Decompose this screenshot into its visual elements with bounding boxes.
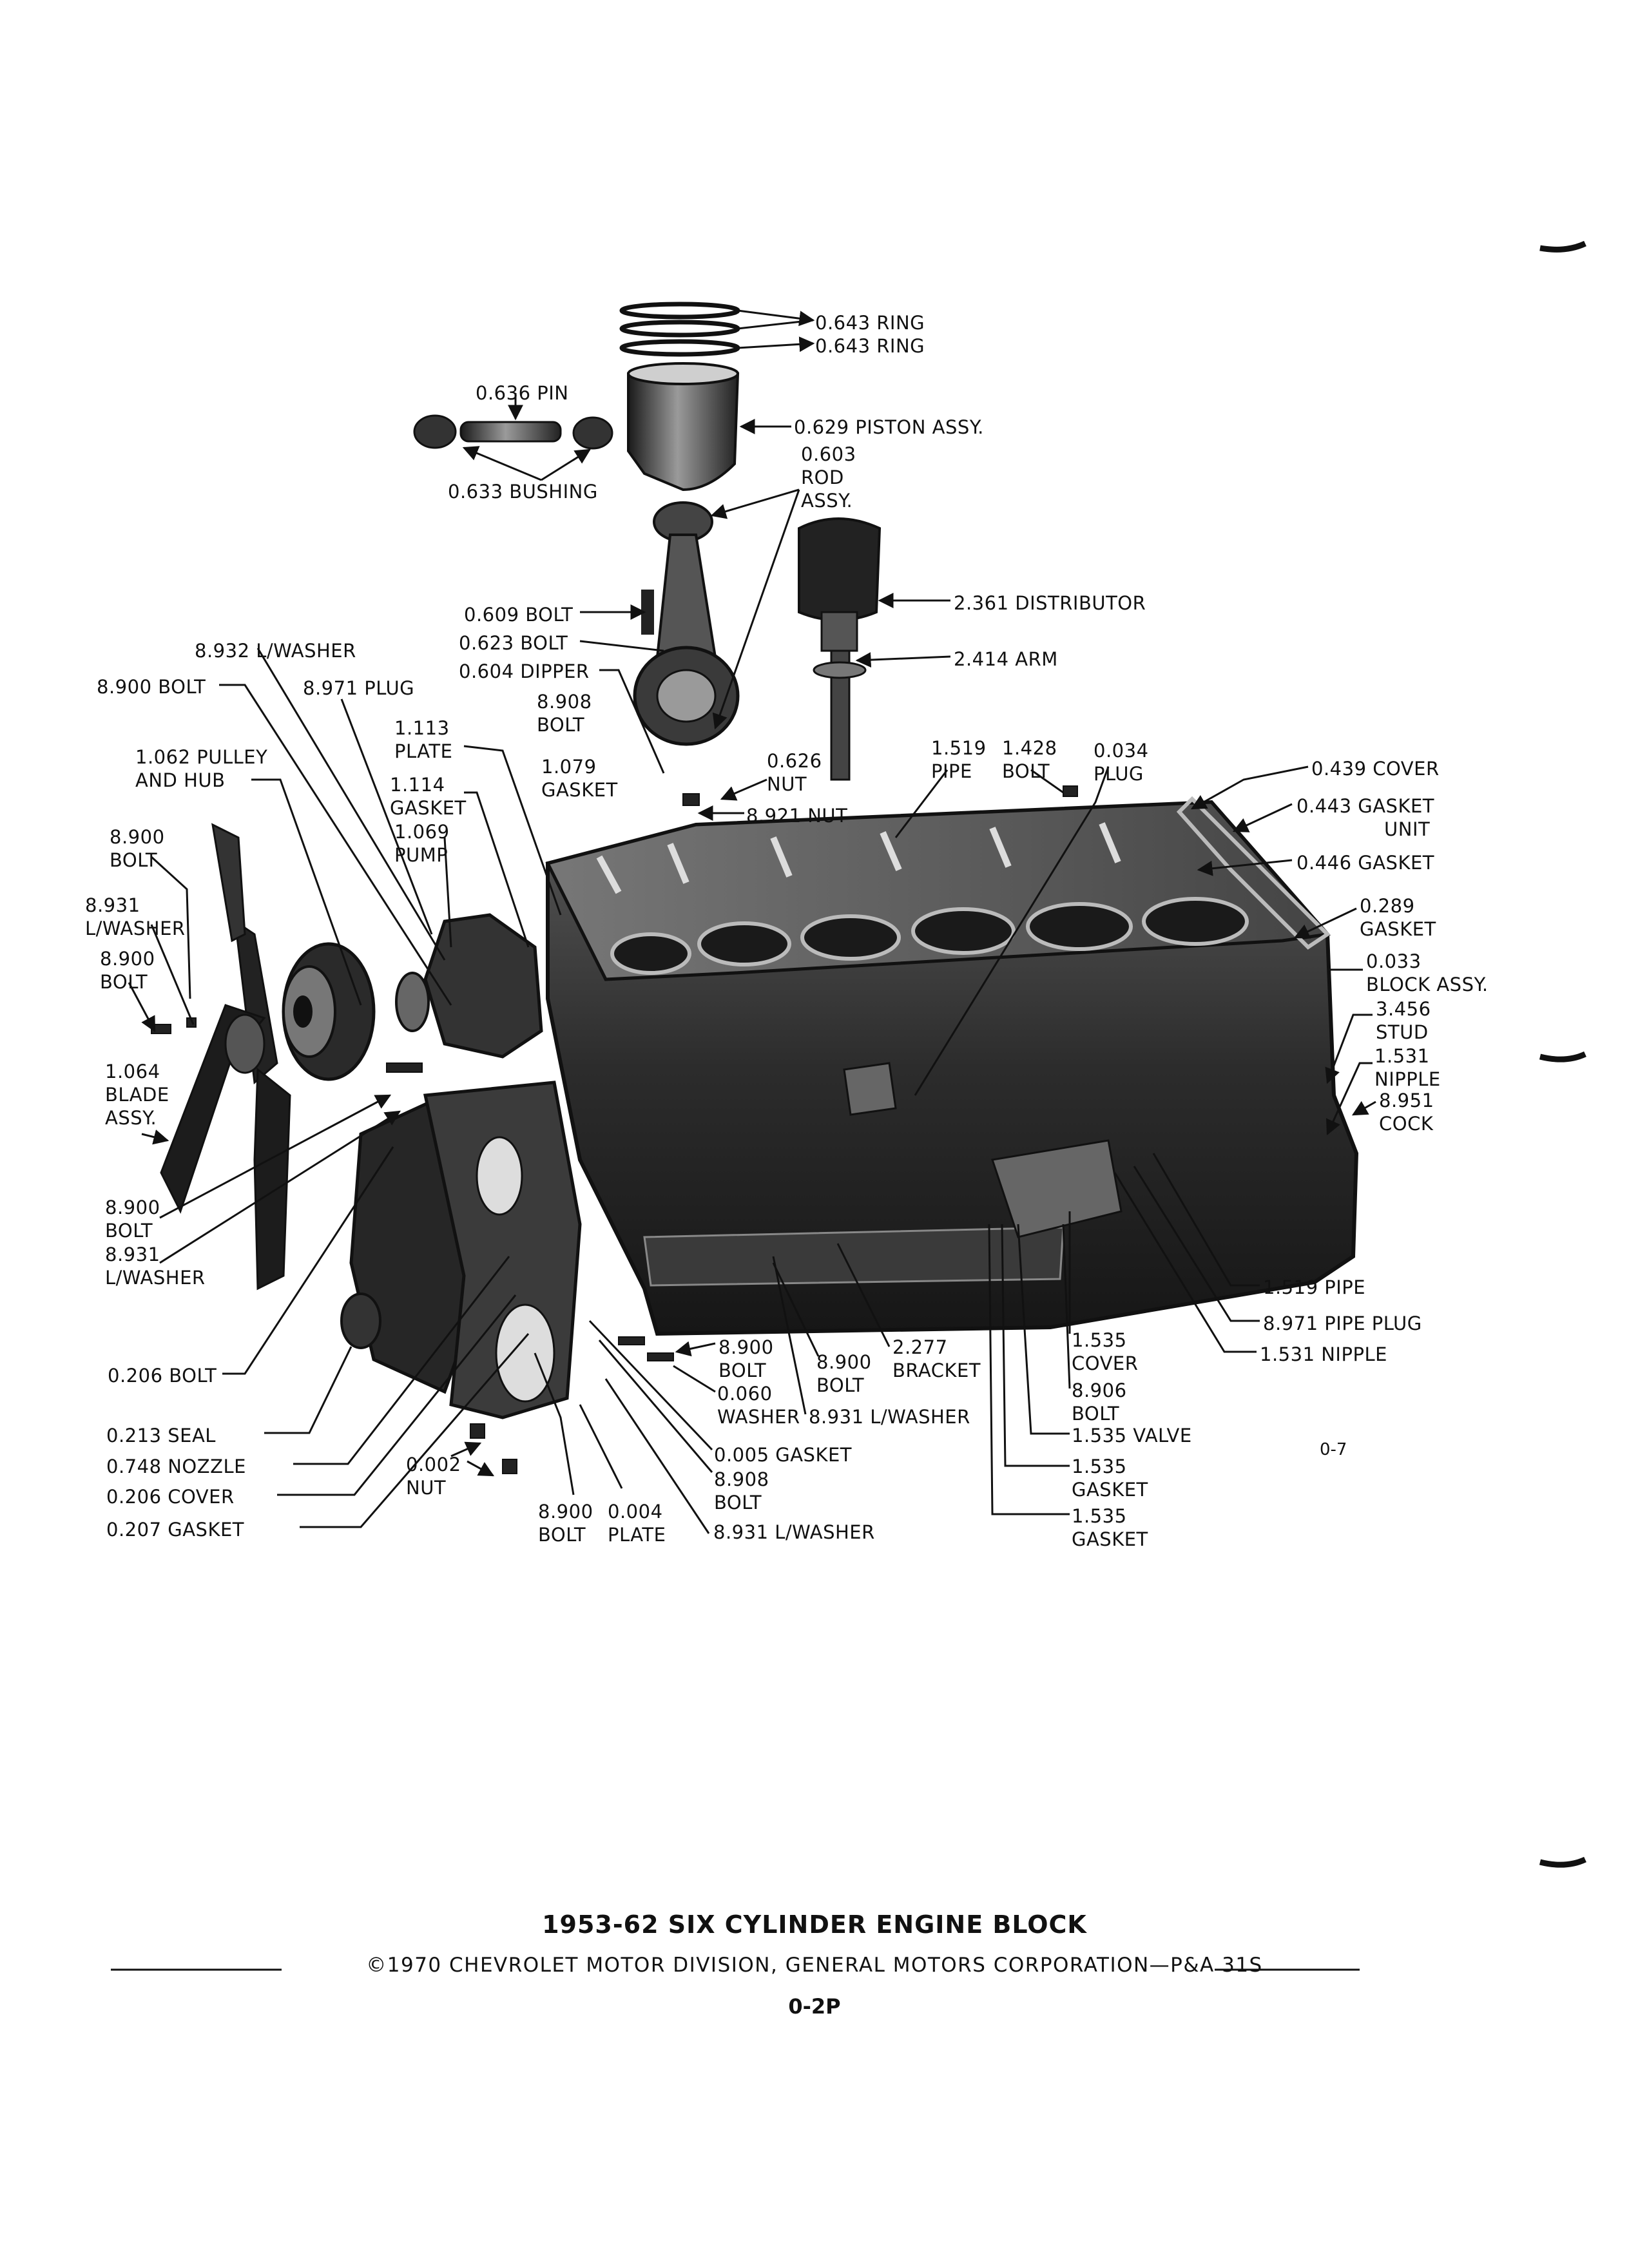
part-label-cock-8951: 8.951 COCK xyxy=(1379,1090,1434,1135)
part-label-stud-3456: 3.456 STUD xyxy=(1376,998,1431,1043)
engine-block xyxy=(545,796,1359,1336)
part-label-plate-0004: 0.004 PLATE xyxy=(608,1501,666,1546)
part-label-bolt-8900-left1: 8.900 BOLT xyxy=(110,826,165,871)
part-label-bushing: 0.633 BUSHING xyxy=(448,481,598,503)
part-label-lwasher-8931-left1: 8.931 L/WASHER xyxy=(85,894,186,939)
part-label-gasket-1114: 1.114 GASKET xyxy=(390,774,467,819)
water-pump xyxy=(395,913,543,1059)
part-label-dipper: 0.604 DIPPER xyxy=(459,660,590,682)
part-label-arm: 2.414 ARM xyxy=(954,648,1058,670)
part-label-pin: 0.636 PIN xyxy=(476,382,569,404)
part-label-bolt-0623: 0.623 BOLT xyxy=(459,632,568,654)
part-label-bolt-8908-top: 8.908 BOLT xyxy=(537,691,592,736)
part-label-ring-1: 0.643 RING xyxy=(815,312,925,334)
part-label-nut-8921: 8.921 NUT xyxy=(746,805,848,827)
part-label-gasket-1535-b: 1.535 GASKET xyxy=(1072,1505,1148,1550)
part-label-blade-assy: 1.064 BLADE ASSY. xyxy=(105,1061,169,1129)
part-label-washer-0060: 0.060 WASHER xyxy=(717,1383,800,1428)
part-label-plug-0034: 0.034 PLUG xyxy=(1094,740,1149,785)
margin-mark-3 xyxy=(1539,1856,1586,1868)
part-label-bolt-8900-mid: 8.900 BOLT xyxy=(718,1336,774,1381)
part-label-block-assy: 0.033 BLOCK ASSY. xyxy=(1366,950,1489,995)
part-label-piston-assy: 0.629 PISTON ASSY. xyxy=(794,416,984,438)
part-label-bolt-0609: 0.609 BOLT xyxy=(464,604,574,626)
part-label-plug-8971: 8.971 PLUG xyxy=(303,677,415,699)
part-label-nozzle-0748: 0.748 NOZZLE xyxy=(106,1456,246,1477)
connecting-rod xyxy=(633,501,740,746)
part-label-bolt-8900-left3: 8.900 BOLT xyxy=(105,1196,160,1242)
pulley xyxy=(282,942,376,1081)
copyright-line: ©1970 CHEVROLET MOTOR DIVISION, GENERAL … xyxy=(366,1954,1263,1977)
part-label-bolt-8908-bottom: 8.908 BOLT xyxy=(714,1468,769,1514)
part-label-lwasher-8931-mid: 8.931 L/WASHER xyxy=(809,1406,970,1428)
part-label-bolt-8900-left2: 8.900 BOLT xyxy=(100,948,155,993)
part-label-cover-1535: 1.535 COVER xyxy=(1072,1329,1139,1374)
part-label-distributor: 2.361 DISTRIBUTOR xyxy=(954,592,1146,614)
piston-pin xyxy=(413,414,613,450)
part-label-pipe-1519-top: 1.519 PIPE xyxy=(931,737,987,782)
part-label-ring-2: 0.643 RING xyxy=(815,335,925,357)
fan-blade xyxy=(160,823,291,1291)
part-label-seal-0213: 0.213 SEAL xyxy=(106,1425,216,1446)
page-number: 0-2P xyxy=(788,1994,841,2019)
part-label-pulley-hub: 1.062 PULLEY AND HUB xyxy=(135,746,268,791)
part-label-rod-assy: 0.603 ROD ASSY. xyxy=(801,443,856,512)
margin-mark-2 xyxy=(1539,1051,1586,1062)
part-label-gasket-0005: 0.005 GASKET xyxy=(714,1444,853,1466)
part-label-pipe-plug-8971: 8.971 PIPE PLUG xyxy=(1263,1312,1422,1334)
part-label-gasket-unit-0443: 0.443 GASKET UNIT xyxy=(1296,795,1435,840)
piston-rings xyxy=(619,302,740,357)
part-label-bolt-0206: 0.206 BOLT xyxy=(108,1365,217,1387)
part-label-pump-1069: 1.069 PUMP xyxy=(394,821,450,866)
piston xyxy=(627,362,740,492)
part-label-nipple-1531-right: 1.531 NIPPLE xyxy=(1374,1045,1441,1090)
part-label-pipe-1519-right: 1.519 PIPE xyxy=(1263,1276,1366,1298)
part-label-nipple-1531-bottom: 1.531 NIPPLE xyxy=(1260,1343,1387,1365)
part-label-valve-1535: 1.535 VALVE xyxy=(1072,1425,1192,1446)
part-label-nut-0626: 0.626 NUT xyxy=(767,750,822,795)
part-label-gasket-0289: 0.289 GASKET xyxy=(1360,895,1436,940)
margin-mark-1 xyxy=(1539,240,1586,253)
oil-seal xyxy=(340,1293,381,1349)
diagram-title: 1953-62 SIX CYLINDER ENGINE BLOCK xyxy=(542,1910,1087,1939)
distributor xyxy=(798,517,882,781)
small-hardware xyxy=(151,785,1078,1474)
part-label-cover-0439: 0.439 COVER xyxy=(1311,758,1440,780)
part-label-lwasher-8931-left2: 8.931 L/WASHER xyxy=(105,1244,206,1289)
part-label-gasket-1079: 1.079 GASKET xyxy=(541,756,618,801)
part-label-nut-0002: 0.002 NUT xyxy=(406,1454,461,1499)
part-label-bolt-8900-top: 8.900 BOLT xyxy=(97,676,206,698)
leader-lines xyxy=(128,309,1376,1534)
part-label-gasket-1535-a: 1.535 GASKET xyxy=(1072,1456,1148,1501)
part-label-bracket-2277: 2.277 BRACKET xyxy=(892,1336,981,1381)
timing-cover xyxy=(349,1081,582,1419)
part-label-bolt-8900-mid2: 8.900 BOLT xyxy=(816,1351,872,1396)
part-label-bolt-8900-bottom: 8.900 BOLT xyxy=(538,1501,593,1546)
part-label-gasket-0446: 0.446 GASKET xyxy=(1296,852,1435,874)
part-label-gasket-0207: 0.207 GASKET xyxy=(106,1519,245,1541)
part-label-lwasher-8931-bottom: 8.931 L/WASHER xyxy=(713,1521,875,1543)
part-label-lwasher-8932: 8.932 L/WASHER xyxy=(195,640,356,662)
part-label-bolt-8906: 8.906 BOLT xyxy=(1072,1379,1127,1425)
part-label-cover-0206: 0.206 COVER xyxy=(106,1486,235,1508)
part-label-plate-1113: 1.113 PLATE xyxy=(394,717,453,762)
figure-number: 0-7 xyxy=(1320,1440,1347,1459)
part-label-bolt-1428: 1.428 BOLT xyxy=(1002,737,1057,782)
